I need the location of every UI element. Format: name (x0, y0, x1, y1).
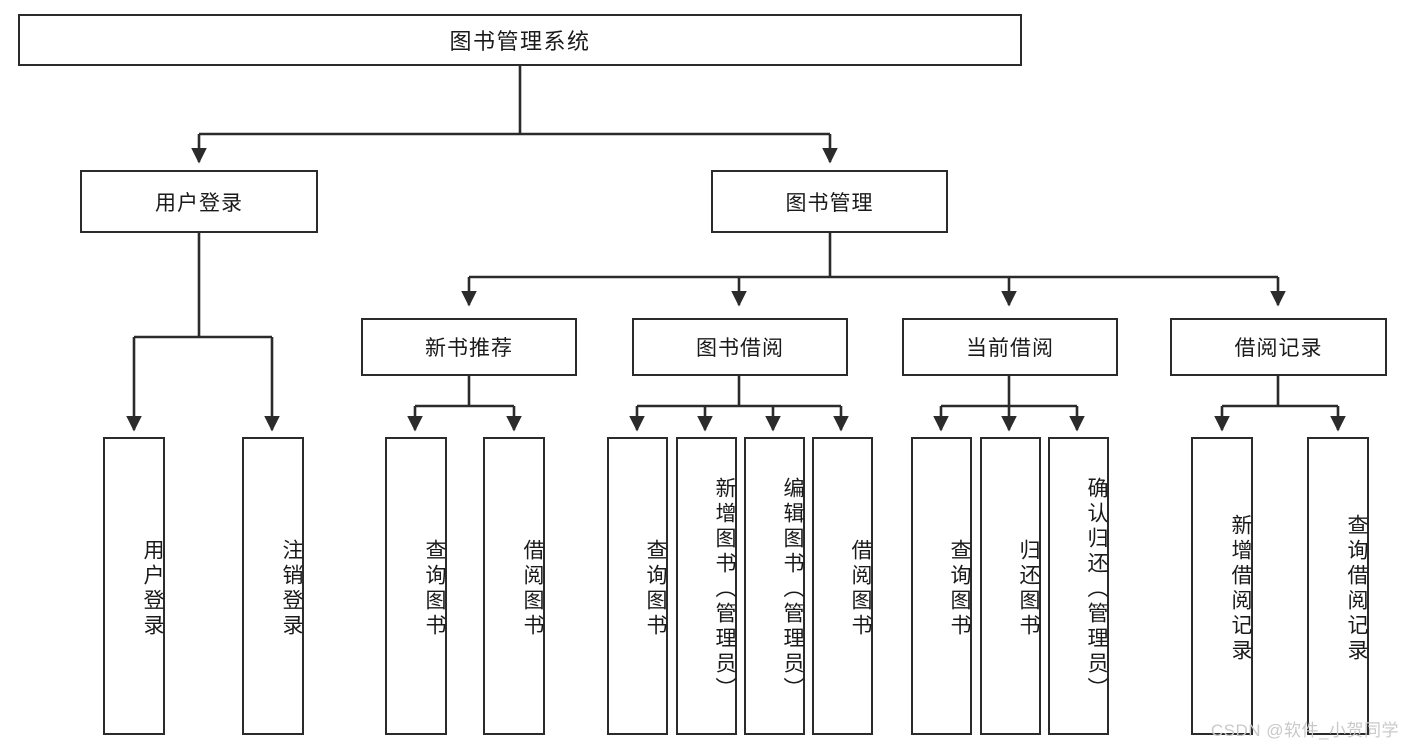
leaf-add-borrow-record-label: 新增借阅记录 (1229, 514, 1252, 664)
leaf-new-book-borrow-label: 借阅图书 (521, 539, 544, 639)
node-borrow-record-label: 借阅记录 (1234, 337, 1323, 360)
leaf-add-borrow-record[interactable]: 新增借阅记录 (1191, 437, 1253, 735)
node-book-management-label: 图书管理 (785, 191, 874, 215)
node-root-label: 图书管理系统 (449, 29, 591, 54)
leaf-return-book[interactable]: 归还图书 (980, 437, 1041, 735)
leaf-current-query-book-label: 查询图书 (948, 539, 971, 639)
node-current-borrow-label: 当前借阅 (966, 337, 1054, 360)
node-new-book-recommend[interactable]: 新书推荐 (361, 318, 577, 376)
node-book-management[interactable]: 图书管理 (711, 170, 948, 233)
leaf-add-book-admin-label: 新增图书（管理员） (713, 476, 736, 702)
node-borrow-record[interactable]: 借阅记录 (1170, 318, 1387, 376)
node-book-borrow-label: 图书借阅 (696, 337, 784, 360)
leaf-user-login-label: 用户登录 (141, 539, 164, 639)
node-user-login-label: 用户登录 (155, 191, 243, 215)
node-current-borrow[interactable]: 当前借阅 (902, 318, 1118, 376)
leaf-new-book-query-label: 查询图书 (423, 539, 446, 639)
leaf-edit-book-admin-label: 编辑图书（管理员） (781, 476, 804, 702)
leaf-confirm-return-admin-label: 确认归还（管理员） (1085, 476, 1108, 702)
leaf-edit-book-admin[interactable]: 编辑图书（管理员） (744, 437, 805, 735)
node-user-login[interactable]: 用户登录 (80, 170, 318, 233)
leaf-borrow-book-label: 借阅图书 (849, 539, 872, 639)
leaf-user-login[interactable]: 用户登录 (103, 437, 165, 735)
leaf-new-book-query[interactable]: 查询图书 (385, 437, 447, 735)
leaf-return-book-label: 归还图书 (1017, 539, 1040, 639)
leaf-confirm-return-admin[interactable]: 确认归还（管理员） (1048, 437, 1109, 735)
leaf-borrow-book[interactable]: 借阅图书 (812, 437, 873, 735)
node-new-book-recommend-label: 新书推荐 (425, 337, 513, 360)
leaf-borrow-query-book[interactable]: 查询图书 (607, 437, 668, 735)
leaf-query-borrow-record[interactable]: 查询借阅记录 (1307, 437, 1369, 735)
node-root[interactable]: 图书管理系统 (18, 14, 1022, 66)
leaf-borrow-query-book-label: 查询图书 (644, 539, 667, 639)
leaf-new-book-borrow[interactable]: 借阅图书 (483, 437, 545, 735)
leaf-query-borrow-record-label: 查询借阅记录 (1345, 514, 1368, 664)
leaf-logout[interactable]: 注销登录 (242, 437, 304, 735)
node-book-borrow[interactable]: 图书借阅 (632, 318, 848, 376)
leaf-logout-label: 注销登录 (280, 539, 303, 639)
leaf-add-book-admin[interactable]: 新增图书（管理员） (676, 437, 737, 735)
leaf-current-query-book[interactable]: 查询图书 (911, 437, 972, 735)
